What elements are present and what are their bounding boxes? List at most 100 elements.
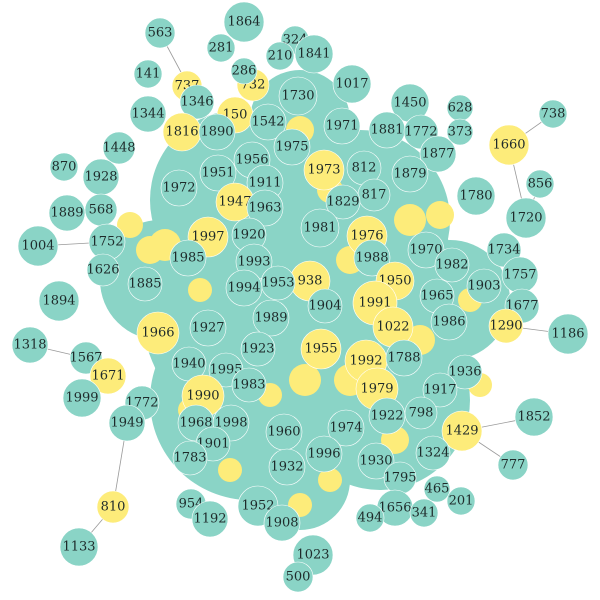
graph-node[interactable]: 1783 [172,440,208,476]
graph-node[interactable]: 1949 [108,404,146,442]
node-label: 1429 [445,424,478,439]
graph-node[interactable]: 1017 [332,64,372,104]
graph-node[interactable]: 1927 [189,309,227,347]
graph-node[interactable]: 1889 [48,194,86,232]
graph-node[interactable]: 1981 [300,208,340,248]
graph-node[interactable]: 1192 [191,500,229,538]
graph-node[interactable]: 1903 [466,268,502,304]
graph-node[interactable]: 1324 [415,435,451,471]
graph-node[interactable]: 1986 [430,303,468,341]
graph-node[interactable]: 1542 [249,103,287,141]
graph-node[interactable]: 1881 [368,111,406,149]
graph-node[interactable]: 568 [84,193,118,227]
graph-node[interactable]: 1904 [307,288,343,324]
graph-node[interactable]: 810 [96,490,130,524]
graph-node[interactable]: 1917 [422,372,458,408]
graph-node[interactable]: 628 [446,94,474,122]
graph-node[interactable]: 1890 [198,113,236,151]
graph-node[interactable]: 1780 [456,176,496,216]
graph-node[interactable]: 1752 [88,223,126,261]
graph-node[interactable]: 1974 [327,409,365,447]
graph-node[interactable]: 1788 [385,339,423,377]
graph-node[interactable]: 1994 [225,269,263,307]
graph-node[interactable]: 1626 [86,253,120,287]
graph-node[interactable]: 798 [404,396,438,430]
graph-node[interactable]: 1970 [407,231,445,269]
graph-node[interactable]: 563 [144,17,176,49]
graph-node[interactable]: 1928 [82,158,120,196]
graph-node[interactable]: 777 [497,449,529,481]
graph-node[interactable]: 141 [133,59,163,89]
graph-node[interactable]: 1671 [89,357,127,395]
graph-node[interactable]: 1966 [136,311,180,355]
graph-node[interactable]: 210 [265,41,295,71]
graph-node[interactable]: 1885 [127,266,163,302]
graph-node[interactable]: 494 [355,503,385,533]
graph-node[interactable]: 1985 [169,239,207,277]
graph-node[interactable]: 1932 [268,448,306,486]
graph-node[interactable]: 1660 [488,124,530,166]
graph-node[interactable]: 1852 [514,397,554,437]
graph-node[interactable]: 1186 [547,313,589,355]
graph-node[interactable]: 870 [49,152,79,182]
graph-node[interactable]: 1960 [265,413,303,451]
graph-node[interactable]: 1795 [383,461,417,495]
graph-node[interactable]: 1864 [223,1,265,43]
graph-node[interactable]: 817 [357,178,391,212]
graph-node[interactable]: 1955 [300,328,342,370]
graph-node[interactable]: 1953 [260,265,296,301]
node-label: 1922 [370,409,403,424]
graph-node[interactable]: 1730 [278,76,318,116]
graph-node[interactable]: 465 [423,475,451,503]
graph-node[interactable]: 500 [282,561,314,593]
graph-node[interactable]: 856 [525,169,555,199]
graph-node[interactable]: 1429 [441,410,483,452]
graph-node[interactable]: 1956 [233,141,271,179]
graph-node[interactable]: 281 [206,33,236,63]
graph-node[interactable]: 1346 [179,84,215,120]
graph-node[interactable]: 1720 [505,197,547,239]
graph-node[interactable]: 1963 [246,189,284,227]
graph-node[interactable]: 1999 [62,378,102,418]
graph-node[interactable]: 1982 [434,247,470,283]
graph-node[interactable]: 1004 [17,225,59,267]
graph-node[interactable]: 201 [446,486,476,516]
graph-node[interactable]: 1972 [160,169,198,207]
graph-node[interactable]: 1816 [162,112,202,152]
graph-node[interactable]: 1930 [357,442,395,480]
graph-node[interactable]: 1829 [325,184,361,220]
graph-node[interactable]: 1877 [419,135,457,173]
graph-node[interactable]: 286 [230,57,258,85]
graph-node[interactable]: 1841 [294,34,334,74]
graph-node[interactable]: 341 [409,498,439,528]
graph-node[interactable]: 1894 [38,280,80,322]
node-label: 563 [148,26,173,41]
graph-node[interactable]: 1922 [368,397,406,435]
graph-node[interactable]: 1971 [323,107,361,145]
graph-node[interactable]: 1911 [246,164,284,202]
graph-node[interactable]: 1022 [372,306,414,348]
graph-node[interactable]: 1757 [501,256,539,294]
graph-node[interactable]: 1290 [488,308,524,344]
graph-node[interactable]: 1133 [59,527,99,567]
graph-node[interactable]: 1989 [252,299,290,337]
graph-node[interactable]: 1983 [231,367,267,403]
graph-node[interactable]: 1344 [129,95,167,133]
graph-node[interactable]: 1988 [353,239,391,277]
graph-node[interactable]: 1318 [11,326,49,364]
graph-node[interactable]: 1879 [391,155,429,193]
graph-node[interactable]: 373 [446,118,474,146]
graph-node[interactable]: 1951 [199,154,237,192]
graph-node[interactable]: 1450 [390,83,430,123]
graph-node[interactable]: 1448 [102,131,136,165]
node-label: 1186 [551,327,584,342]
graph-node[interactable]: 1975 [273,128,311,166]
graph-node[interactable]: 1920 [231,217,267,253]
graph-node[interactable]: 1996 [305,435,343,473]
graph-node[interactable]: 1923 [240,331,276,367]
graph-node[interactable]: 1908 [263,504,301,542]
graph-node[interactable]: 1947 [215,182,255,222]
graph-node[interactable]: 738 [538,99,568,129]
graph-node[interactable]: 1936 [447,354,483,390]
graph-node[interactable]: 1973 [303,149,345,191]
